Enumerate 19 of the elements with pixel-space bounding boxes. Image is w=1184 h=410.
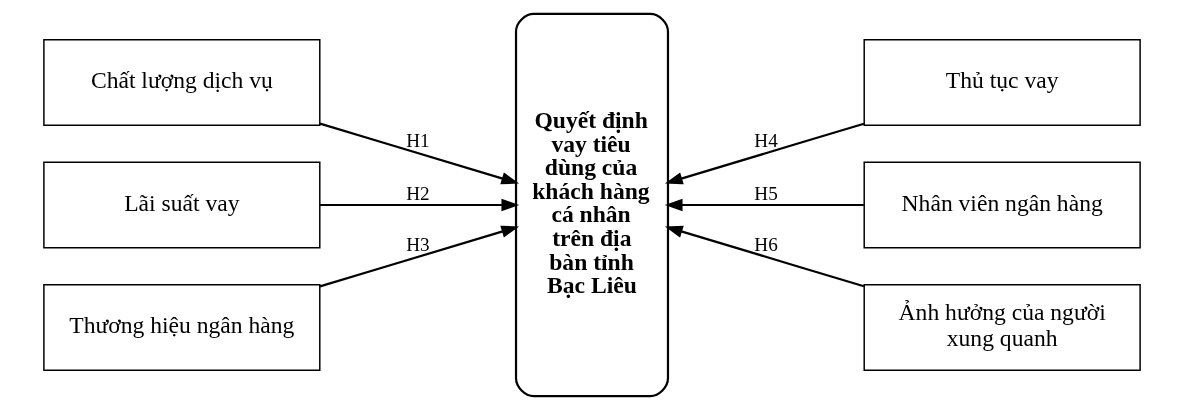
arrow (319, 225, 520, 288)
node-box: Lãi suất vay (43, 161, 321, 249)
arrow (320, 198, 520, 212)
arrow (664, 225, 865, 288)
node-box: Chất lượng dịch vụ (43, 39, 321, 127)
edge-label: H5 (754, 182, 778, 204)
arrow (664, 198, 864, 212)
node-box: Thương hiệu ngân hàng (43, 283, 321, 371)
node-box: Nhân viên ngân hàng (863, 161, 1141, 249)
edge-label: H2 (406, 182, 430, 204)
arrow (319, 122, 520, 185)
node-box: Thủ tục vay (863, 39, 1141, 127)
edge-label: H3 (406, 234, 430, 256)
node-box: Ảnh hưởng của người xung quanh (863, 283, 1141, 371)
node-box: Quyết định vay tiêu dùng của khách hàng cá nhân trên địa bàn tỉnh Bạc Liêu (514, 12, 670, 398)
edge-label: H6 (754, 234, 778, 256)
edge-label: H1 (406, 129, 430, 151)
arrow (664, 122, 865, 185)
edge-label: H4 (754, 129, 778, 151)
